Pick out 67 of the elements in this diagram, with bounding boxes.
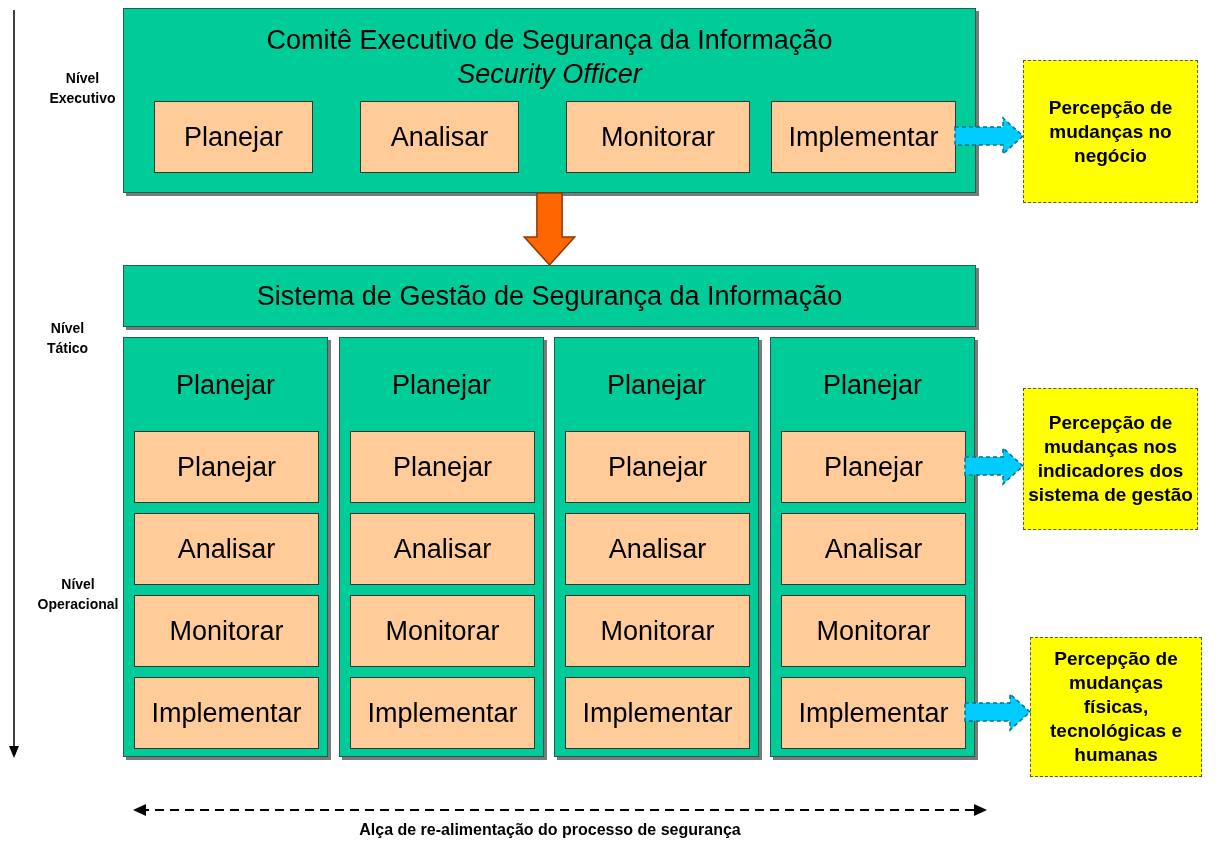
process-panel [123,265,976,327]
step-box [134,595,319,667]
step-label: Planejar [176,451,277,483]
step-box [781,431,966,503]
step-label: Implementar [151,697,302,729]
note-text: Percepção de mudanças físicas, tecnológicas e humanas [1049,647,1183,767]
note-box [1023,388,1198,530]
panel-title: Sistema de Gestão de Segurança da Informação [255,280,844,313]
panel-title: Planejar [605,369,708,402]
step-box [771,101,956,173]
axis-caption: Alça de re-alimentação do processo de segurança [358,820,742,840]
panel-title: Planejar [390,369,493,402]
step-box [134,513,319,585]
step-box [350,431,535,503]
panel-title: Comitê Executivo de Segurança da Informação [265,24,834,57]
step-label: Implementar [798,697,949,729]
block-arrow [522,192,577,267]
step-label: Planejar [183,121,284,153]
process-panel [554,337,759,757]
step-box [360,101,519,173]
step-label: Monitorar [385,615,500,647]
step-label: Planejar [823,451,924,483]
step-label: Monitorar [600,615,715,647]
panel-title: Planejar [821,369,924,402]
note-box [1030,637,1202,777]
step-label: Analisar [393,533,492,565]
step-box [350,513,535,585]
step-box [350,677,535,749]
level-label: Nível Operacional [36,575,120,614]
panel-title: Planejar [174,369,277,402]
step-box [134,677,319,749]
step-box [565,595,750,667]
step-label: Analisar [824,533,923,565]
process-panel [770,337,975,757]
step-label: Analisar [390,121,489,153]
step-label: Implementar [788,121,939,153]
step-label: Analisar [608,533,707,565]
step-box [565,431,750,503]
note-text: Percepção de mudanças nos indicadores dos sistema de gestão [1028,411,1193,507]
panel-subtitle: Security Officer [456,58,644,91]
step-box [565,513,750,585]
block-arrow [954,116,1025,156]
step-box [566,101,750,173]
step-label: Monitorar [169,615,284,647]
level-label: Nível Tático [45,319,90,358]
note-text: Percepção de mudanças no negócio [1047,95,1174,168]
note-box [1023,60,1198,203]
step-label: Analisar [177,533,276,565]
step-label: Monitorar [816,615,931,647]
step-box [134,431,319,503]
step-label: Implementar [367,697,518,729]
block-arrow [964,446,1025,486]
step-box [781,677,966,749]
step-label: Implementar [582,697,733,729]
step-box [565,677,750,749]
step-box [781,595,966,667]
process-panel [123,8,976,193]
block-arrow [964,692,1032,732]
level-label: Nível Executivo [48,69,117,108]
step-label: Monitorar [600,121,715,153]
step-box [781,513,966,585]
process-panel [339,337,544,757]
step-box [154,101,313,173]
step-box [350,595,535,667]
step-label: Planejar [607,451,708,483]
process-panel [123,337,328,757]
step-label: Planejar [392,451,493,483]
